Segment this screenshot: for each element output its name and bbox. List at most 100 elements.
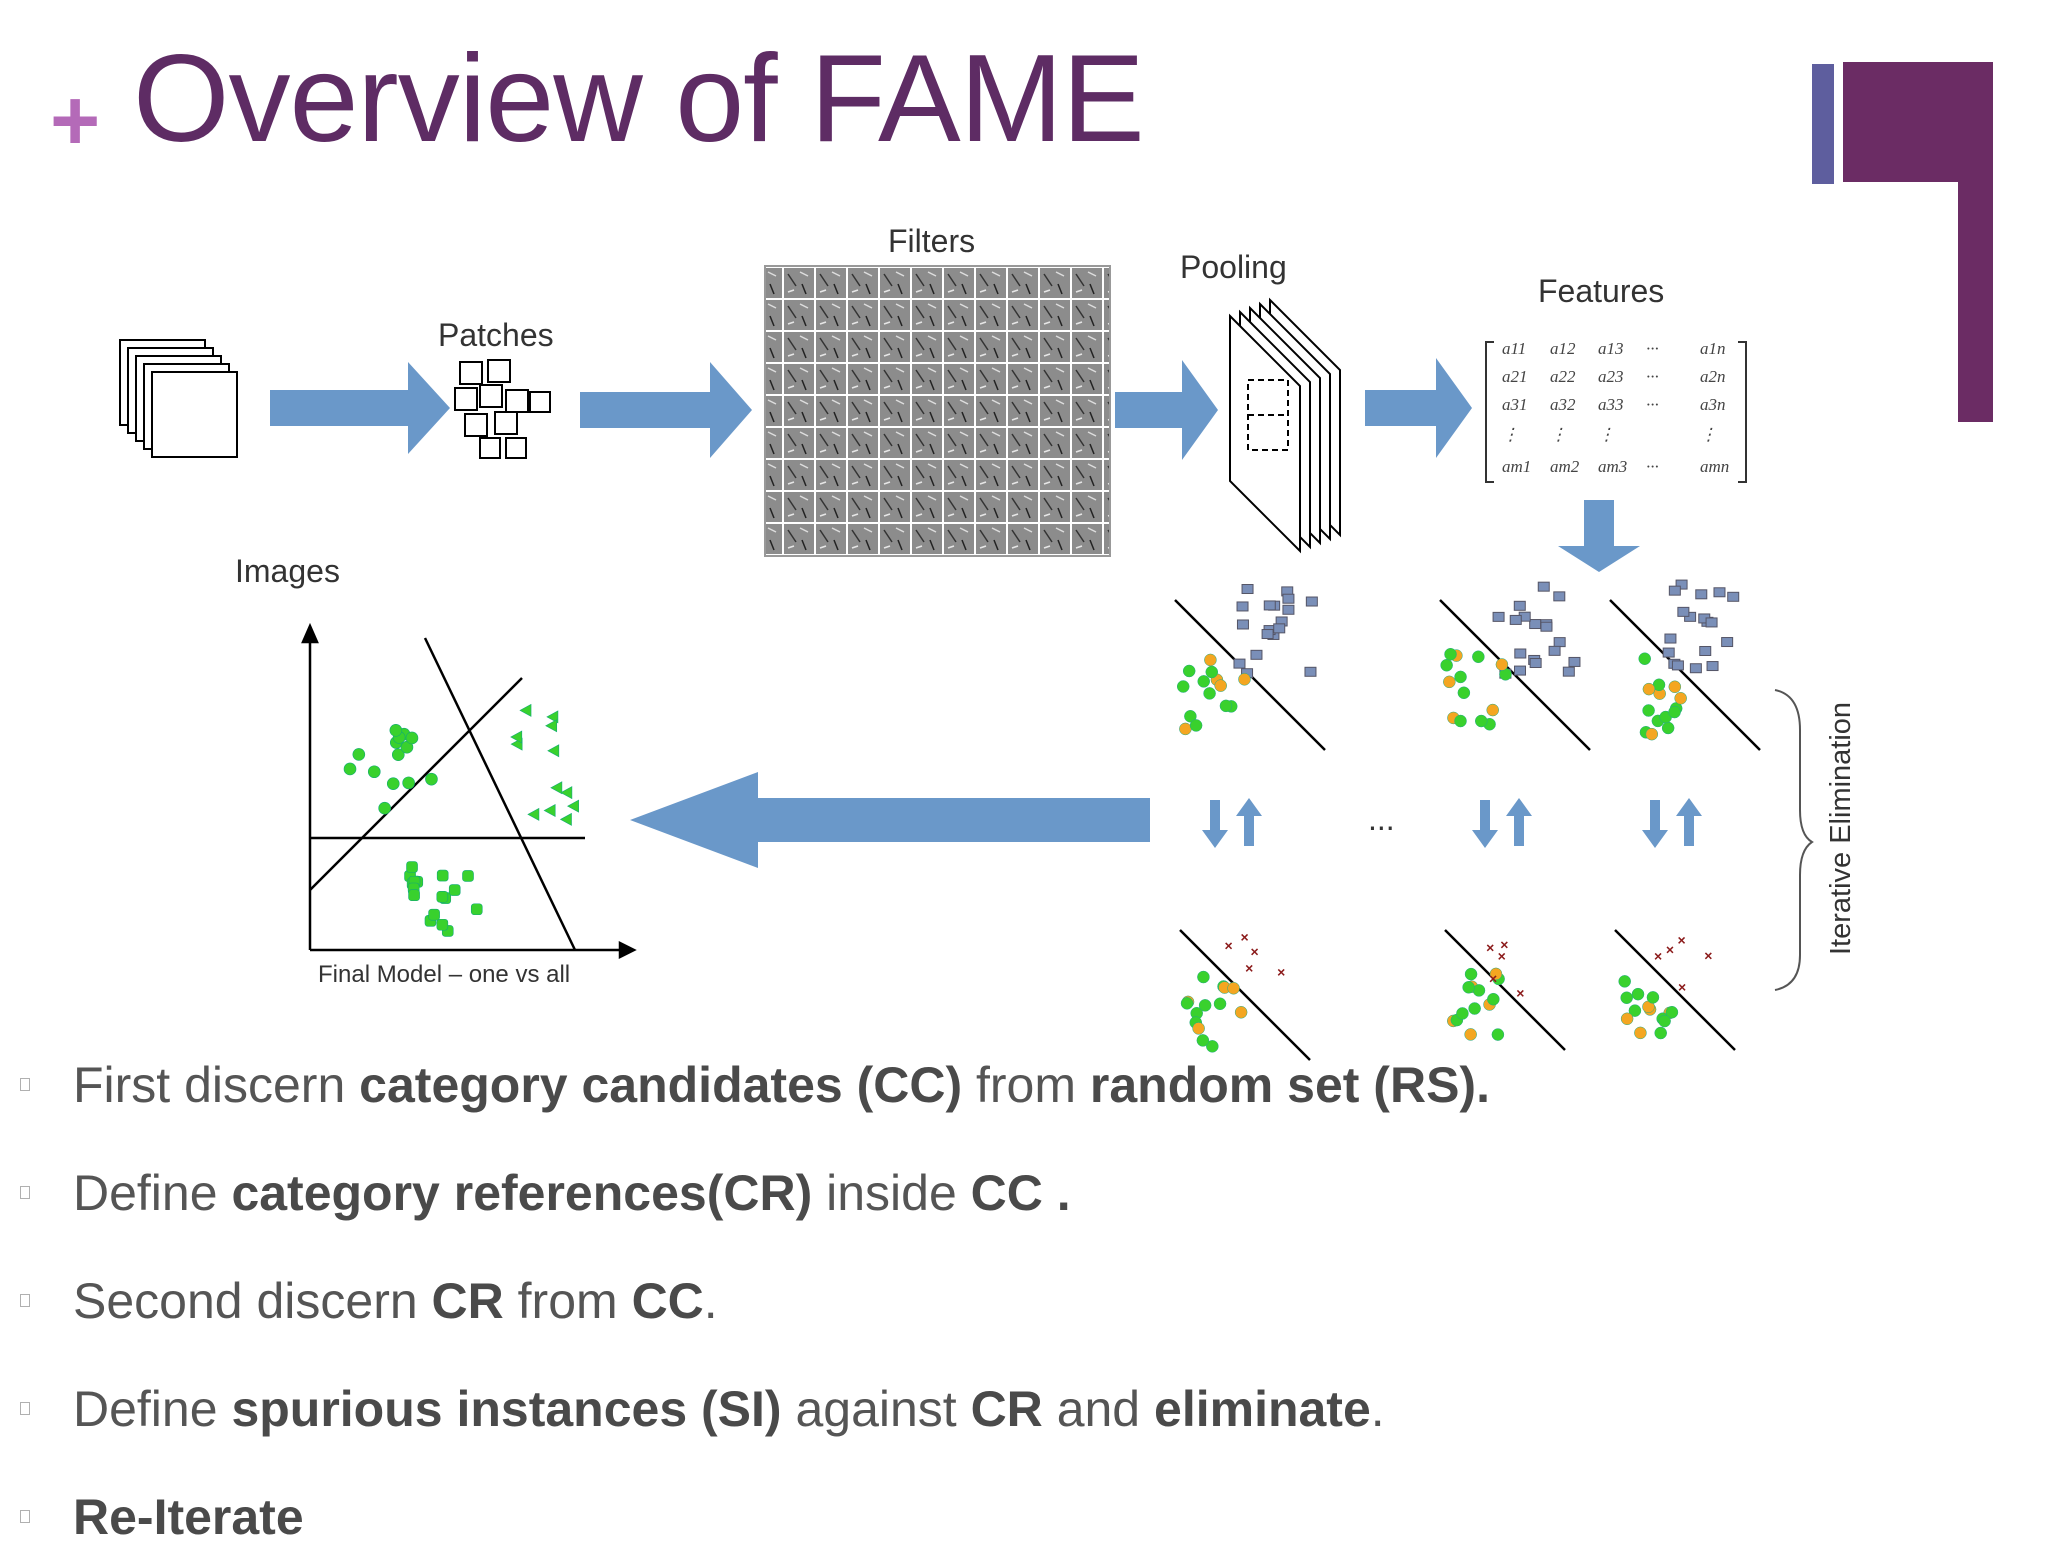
arrow-filters-to-pooling [1115, 360, 1218, 460]
spurious-x-mark: × [1240, 929, 1248, 945]
arrow-patches-to-filters [580, 362, 752, 458]
separator-line [1614, 929, 1736, 1051]
bullet-bold-term: spurious instances (SI) [231, 1381, 782, 1437]
orange-point [1486, 703, 1499, 717]
matrix-cell: a12 [1550, 339, 1576, 358]
green-triangle-point [510, 730, 523, 744]
orange-point [1238, 673, 1251, 686]
matrix-cell: a33 [1598, 395, 1624, 414]
green-point [1628, 1004, 1642, 1017]
green-square-point [408, 889, 420, 902]
spurious-x-mark: × [1251, 943, 1259, 959]
green-point [1475, 714, 1488, 728]
spurious-x-mark: × [1225, 938, 1233, 954]
matrix-cell: a32 [1550, 395, 1576, 414]
green-square-point [462, 870, 474, 882]
features-label: Features [1538, 273, 1664, 309]
bullet-text: Define spurious instances (SI) against C… [73, 1374, 1385, 1444]
matrix-cell: ··· [1646, 457, 1659, 476]
blue-square-point [1548, 645, 1561, 656]
blue-square-point [1529, 619, 1542, 630]
blue-square-point [1509, 614, 1522, 625]
blue-square-point [1677, 606, 1690, 617]
orange-point [1674, 692, 1687, 705]
green-triangle-point [527, 807, 540, 821]
green-point [1472, 650, 1485, 664]
green-square-point [448, 884, 461, 896]
green-point [389, 723, 403, 737]
blue-square-point [1236, 619, 1249, 630]
green-point [1454, 714, 1467, 728]
green-point [1213, 997, 1227, 1011]
matrix-cell: ··· [1646, 367, 1659, 386]
green-point [1184, 710, 1197, 723]
orange-point [1234, 1006, 1248, 1019]
spurious-x-mark: × [1245, 960, 1253, 976]
bullet-text-part: . [703, 1273, 718, 1329]
bullet-text-part: Define [73, 1165, 232, 1221]
down-arrow-icon [1642, 800, 1668, 848]
matrix-cell: ⋮ [1598, 425, 1615, 444]
green-square-point [436, 891, 449, 903]
green-point [1642, 704, 1655, 717]
blue-square-point [1671, 660, 1684, 671]
matrix-bracket-left [1485, 341, 1494, 483]
green-point [1203, 687, 1216, 700]
final-model-points [343, 703, 579, 937]
matrix-cell: ··· [1646, 395, 1659, 414]
iterative-brace [1774, 689, 1814, 991]
blue-square-point [1568, 656, 1581, 667]
matrix-cell: ··· [1646, 339, 1659, 358]
fame-diagram: Images Patches Filters Pooling Features … [119, 223, 1857, 1061]
green-triangle-point [543, 803, 556, 818]
orange-point [1204, 653, 1217, 667]
green-point [1197, 970, 1210, 984]
bullet-bold-term: CC [631, 1273, 704, 1329]
images-stack [119, 339, 238, 458]
blue-square-point [1662, 647, 1675, 658]
green-triangle-point [545, 719, 558, 733]
green-point [1618, 975, 1631, 988]
up-arrow-icon [1676, 798, 1702, 846]
arrow-pooling-to-features [1365, 358, 1472, 458]
green-point [1646, 991, 1660, 1004]
green-triangle-point [546, 710, 559, 724]
bullet-text-part: . [1370, 1381, 1385, 1437]
green-triangle-point [550, 781, 563, 795]
bullet-text: Re-Iterate [73, 1482, 304, 1552]
green-point [1464, 967, 1478, 981]
green-point [1665, 1005, 1679, 1019]
bullet-text-part: from [962, 1057, 1090, 1113]
spurious-x-mark: × [1277, 964, 1285, 980]
blue-square-point [1727, 591, 1740, 602]
pooling-stack [1229, 297, 1341, 554]
matrix-cell: a21 [1502, 367, 1528, 386]
green-point [1206, 1040, 1219, 1053]
bullet-text-part: inside [812, 1165, 971, 1221]
iteration-arrows [1202, 798, 1702, 848]
blue-square-point [1250, 649, 1263, 660]
green-point [405, 731, 419, 745]
filters-label: Filters [888, 223, 975, 259]
green-point [1219, 699, 1233, 713]
blue-square-point [1675, 579, 1688, 590]
green-point [1205, 665, 1219, 679]
spurious-x-mark: × [1654, 948, 1662, 964]
up-arrow-icon [1236, 798, 1262, 846]
green-point [1457, 686, 1471, 700]
green-square-point [470, 903, 483, 916]
blue-square-point [1668, 585, 1681, 596]
orange-point [1620, 1012, 1634, 1026]
spurious-x-mark: × [1489, 970, 1497, 986]
green-point [1620, 991, 1633, 1005]
orange-point [1489, 967, 1503, 981]
blue-square-point [1553, 637, 1566, 648]
orange-point [1443, 675, 1456, 689]
bullet-marker-icon [20, 1294, 30, 1307]
blue-square-point [1689, 663, 1702, 674]
separator-line [1609, 599, 1761, 751]
separator-line [1444, 929, 1566, 1051]
green-point [1654, 1026, 1667, 1040]
matrix-cell: a1n [1700, 339, 1726, 358]
